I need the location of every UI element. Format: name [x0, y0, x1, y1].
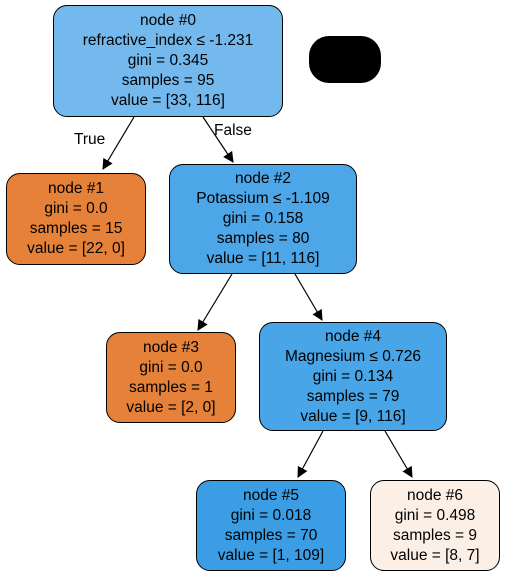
node-title: node #2	[234, 170, 292, 187]
edge-label-true: True	[74, 131, 106, 148]
tree-node-2: node #2 Potassium ≤ -1.109 gini = 0.158 …	[169, 164, 357, 274]
node-gini: gini = 0.018	[230, 506, 312, 524]
node-gini: gini = 0.158	[222, 210, 304, 227]
node-title: node #3	[142, 338, 200, 356]
node-title: node #4	[324, 327, 382, 345]
node-samples: samples = 95	[121, 72, 215, 89]
node-samples: samples = 1	[128, 378, 213, 396]
tree-node-1: node #1 gini = 0.0 samples = 15 value = …	[6, 173, 146, 265]
tree-node-5: node #5 gini = 0.018 samples = 70 value …	[196, 480, 346, 571]
node-split-rule: Magnesium ≤ 0.726	[284, 347, 422, 365]
redaction-box	[309, 36, 381, 83]
node-value: value = [33, 116]	[111, 92, 225, 109]
node-gini: gini = 0.0	[44, 200, 108, 217]
node-samples: samples = 70	[224, 526, 318, 544]
tree-node-4: node #4 Magnesium ≤ 0.726 gini = 0.134 s…	[259, 322, 447, 431]
node-samples: samples = 9	[392, 526, 477, 544]
node-title: node #6	[406, 486, 464, 504]
tree-node-0: node #0 refractive_index ≤ -1.231 gini =…	[53, 5, 283, 117]
node-title: node #0	[139, 12, 197, 29]
node-value: value = [8, 7]	[390, 546, 480, 564]
node-value: value = [11, 116]	[206, 250, 320, 267]
node-gini: gini = 0.345	[127, 52, 209, 69]
node-value: value = [2, 0]	[126, 398, 216, 416]
edge-node-0-node-2	[202, 116, 234, 163]
node-title: node #5	[242, 486, 300, 504]
node-value: value = [9, 116]	[300, 407, 406, 425]
node-samples: samples = 80	[216, 230, 310, 247]
tree-node-3: node #3 gini = 0.0 samples = 1 value = […	[106, 332, 236, 423]
node-value: value = [1, 109]	[217, 546, 325, 564]
node-samples: samples = 79	[306, 387, 400, 405]
node-gini: gini = 0.0	[139, 358, 203, 376]
edge-node-2-node-3	[197, 273, 233, 331]
node-split-rule: Potassium ≤ -1.109	[196, 190, 330, 207]
node-value: value = [22, 0]	[27, 240, 125, 257]
tree-node-6: node #6 gini = 0.498 samples = 9 value =…	[370, 480, 500, 571]
node-samples: samples = 15	[29, 220, 123, 237]
edge-node-0-node-1	[102, 116, 135, 170]
edge-node-4-node-5	[297, 430, 324, 478]
edge-node-4-node-6	[384, 430, 413, 478]
node-title: node #1	[47, 180, 105, 197]
node-split-rule: refractive_index ≤ -1.231	[82, 32, 254, 49]
edge-node-2-node-4	[294, 273, 323, 321]
node-gini: gini = 0.498	[394, 506, 476, 524]
edge-label-false: False	[214, 122, 252, 139]
node-gini: gini = 0.134	[312, 367, 394, 385]
